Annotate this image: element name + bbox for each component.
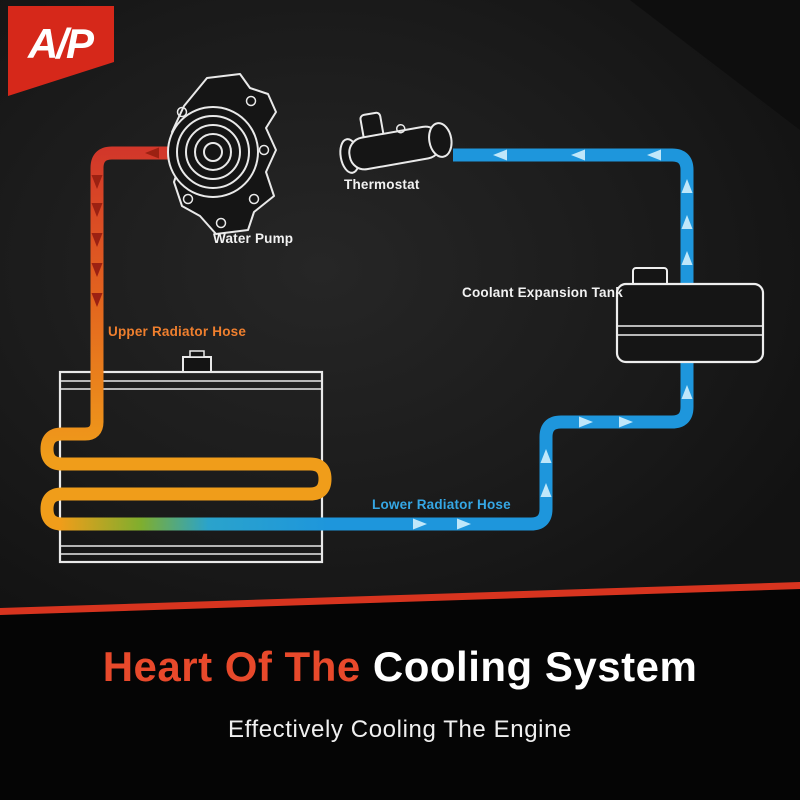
cold-coolant-pipe <box>440 148 694 531</box>
radiator-cap <box>182 356 212 373</box>
thermostat-drawing <box>339 111 453 174</box>
expansion-tank-label: Coolant Expansion Tank <box>462 285 623 300</box>
upper-radiator-hose-label: Upper Radiator Hose <box>108 324 247 339</box>
cooling-diagram-art <box>40 0 800 564</box>
brand-logo: A/P <box>8 6 114 96</box>
corner-shade <box>630 0 800 130</box>
caption-band: Heart Of The Cooling System Effectively … <box>0 614 800 800</box>
hot-coolant-pipe <box>40 146 332 531</box>
title-rest: Cooling System <box>360 643 698 690</box>
cooling-diagram-panel: A/P Thermostat Water Pump Coolant Expans… <box>0 0 800 608</box>
thermostat-label: Thermostat <box>344 177 420 192</box>
water-pump-label: Water Pump <box>213 231 294 246</box>
pump-pulley <box>167 106 259 198</box>
logo-text: A/P <box>27 20 95 67</box>
title-highlight: Heart Of The <box>102 643 361 690</box>
expansion-tank-drawing <box>615 267 765 364</box>
lower-radiator-hose-label: Lower Radiator Hose <box>372 497 511 512</box>
logo-background <box>8 6 114 96</box>
water-pump-drawing <box>167 73 277 235</box>
page-subtitle: Effectively Cooling The Engine <box>228 716 572 744</box>
page-title: Heart Of The Cooling System <box>102 643 698 690</box>
